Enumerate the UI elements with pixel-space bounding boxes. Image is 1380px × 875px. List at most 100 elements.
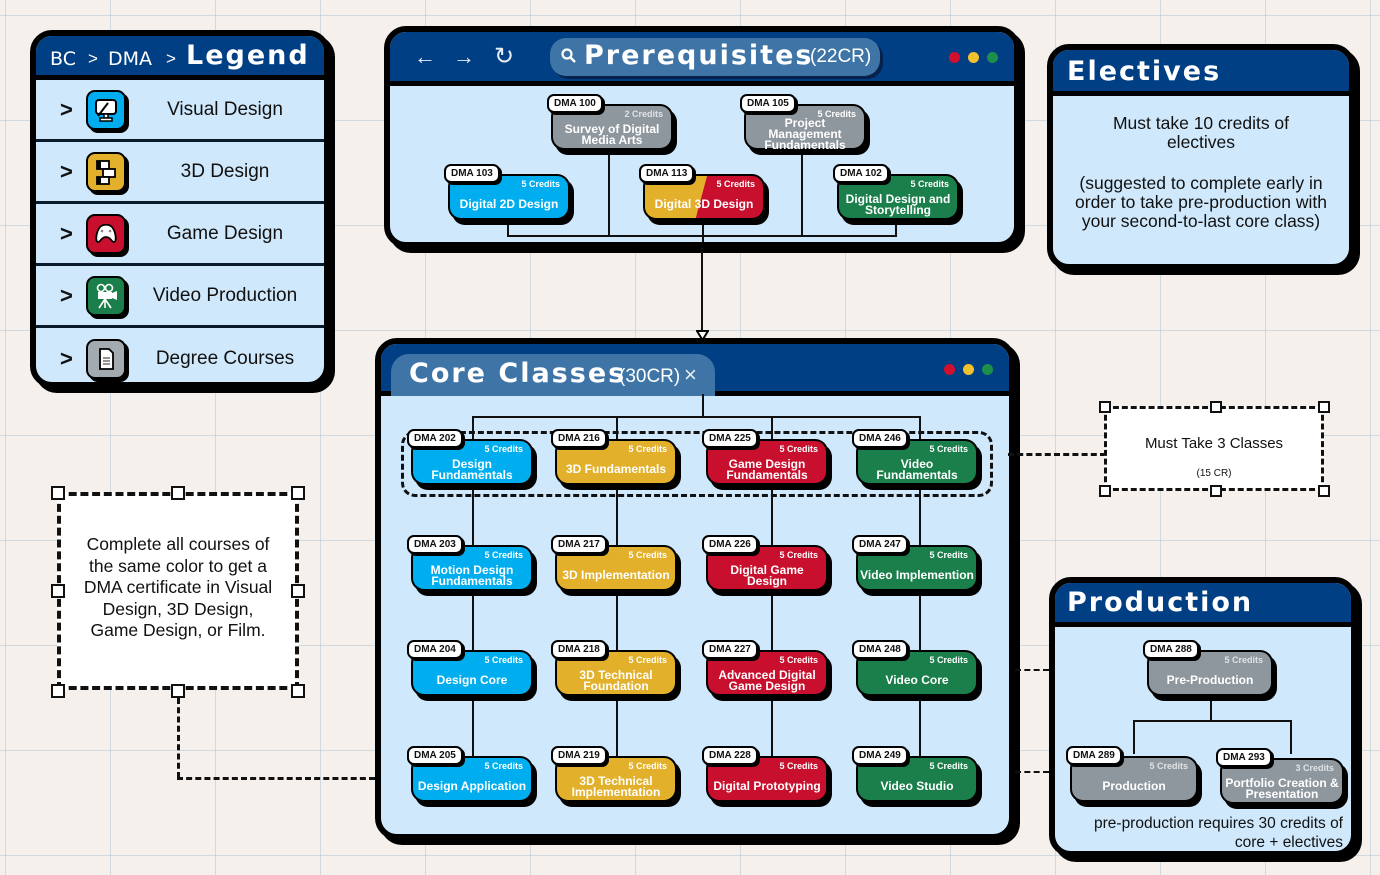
chevron-right-icon: > bbox=[60, 96, 73, 122]
connector-line bbox=[801, 150, 803, 236]
resize-handle[interactable] bbox=[171, 684, 185, 698]
course-credits: 5 Credits bbox=[929, 550, 968, 560]
course-credits: 5 Credits bbox=[628, 655, 667, 665]
legend-label: Video Production bbox=[152, 284, 298, 306]
course-name: Digital Game Design bbox=[730, 562, 804, 588]
minimize-dot[interactable] bbox=[963, 364, 974, 375]
chevron-right-icon: > bbox=[60, 220, 73, 246]
resize-handle[interactable] bbox=[291, 684, 305, 698]
resize-handle[interactable] bbox=[51, 486, 65, 500]
resize-handle[interactable] bbox=[291, 584, 305, 598]
legend-title: Legend bbox=[186, 40, 310, 71]
course-credits: 2 Credits bbox=[624, 109, 663, 119]
course-card-dma-289[interactable]: DMA 289 5 Credits Production bbox=[1066, 746, 1198, 802]
resize-handle[interactable] bbox=[51, 584, 65, 598]
breadcrumb-bc[interactable]: BC bbox=[50, 48, 76, 70]
chevron-right-icon: > bbox=[60, 346, 73, 371]
address-bar[interactable]: Prerequisites (22CR) bbox=[550, 38, 880, 76]
course-name: Video Implemention bbox=[860, 568, 974, 582]
prerequisites-credits: (22CR) bbox=[810, 46, 872, 67]
course-name: Digital Prototyping bbox=[713, 779, 821, 793]
maximize-dot[interactable] bbox=[987, 52, 998, 63]
course-card-dma-103[interactable]: DMA 103 5 Credits Digital 2D Design bbox=[444, 164, 570, 220]
course-name: Design Core bbox=[436, 673, 508, 687]
course-code: DMA 219 bbox=[551, 746, 607, 765]
course-card-dma-102[interactable]: DMA 102 5 Credits Digital Design and Sto… bbox=[833, 164, 959, 220]
prerequisites-toolbar: ← → ↻ Prerequisites (22CR) bbox=[390, 32, 1014, 86]
resize-handle[interactable] bbox=[1210, 485, 1222, 497]
course-name: 3D Technical Implementation bbox=[571, 773, 661, 799]
close-dot[interactable] bbox=[944, 364, 955, 375]
close-dot[interactable] bbox=[949, 52, 960, 63]
course-code: DMA 249 bbox=[852, 746, 908, 765]
electives-header: Electives bbox=[1053, 50, 1349, 96]
maximize-dot[interactable] bbox=[982, 364, 993, 375]
course-card-dma-113[interactable]: DMA 113 5 Credits Digital 3D Design bbox=[639, 164, 765, 220]
legend-item-visual-design[interactable]: > Visual Design bbox=[36, 80, 324, 142]
legend-item-3d-design[interactable]: > 3D Design bbox=[36, 142, 324, 204]
course-card-dma-288[interactable]: DMA 288 5 Credits Pre-Production bbox=[1143, 640, 1273, 696]
close-tab-icon[interactable]: × bbox=[684, 362, 697, 387]
flow-arrow-line bbox=[701, 248, 703, 330]
connector-line bbox=[1210, 698, 1212, 722]
course-credits: 5 Credits bbox=[929, 761, 968, 771]
course-name: Digital 2D Design bbox=[459, 197, 559, 211]
course-card-dma-219[interactable]: DMA 219 5 Credits 3D Technical Implementat… bbox=[551, 746, 677, 802]
resize-handle[interactable] bbox=[1318, 485, 1330, 497]
resize-handle[interactable] bbox=[1318, 401, 1330, 413]
resize-handle[interactable] bbox=[51, 684, 65, 698]
course-credits: 5 Credits bbox=[779, 444, 818, 454]
legend-item-video-production[interactable]: > Video Production bbox=[36, 266, 324, 328]
forward-button[interactable]: → bbox=[453, 44, 475, 69]
course-card-dma-100[interactable]: DMA 100 2 Credits Survey of Digital Medi… bbox=[547, 94, 673, 150]
course-card-dma-105[interactable]: DMA 105 5 Credits Project Management Fun… bbox=[740, 94, 866, 151]
legend-item-degree-courses[interactable]: > Degree Courses bbox=[36, 328, 324, 382]
resize-handle[interactable] bbox=[1099, 401, 1111, 413]
course-credits: 5 Credits bbox=[628, 761, 667, 771]
document-icon bbox=[86, 339, 126, 379]
minimize-dot[interactable] bbox=[968, 52, 979, 63]
back-button[interactable]: ← bbox=[414, 44, 436, 69]
breadcrumb-separator: > bbox=[166, 49, 176, 68]
production-header: Production bbox=[1055, 583, 1351, 627]
course-code: DMA 102 bbox=[833, 164, 889, 183]
legend-item-game-design[interactable]: > Game Design bbox=[36, 204, 324, 266]
electives-title: Electives bbox=[1067, 56, 1222, 87]
window-controls bbox=[944, 364, 993, 375]
breadcrumb-dma[interactable]: DMA bbox=[108, 48, 153, 70]
course-code: DMA 227 bbox=[702, 640, 758, 659]
resize-handle[interactable] bbox=[171, 486, 185, 500]
legend-header: BC > DMA > Legend bbox=[36, 36, 324, 80]
monitor-stylus-icon bbox=[86, 89, 126, 130]
resize-handle[interactable] bbox=[1099, 485, 1111, 497]
course-credits: 5 Credits bbox=[910, 179, 949, 189]
course-code: DMA 100 bbox=[547, 94, 603, 113]
course-name: Production bbox=[1102, 779, 1166, 793]
chevron-right-icon: > bbox=[60, 158, 73, 184]
course-code: DMA 216 bbox=[551, 429, 607, 448]
course-credits: 5 Credits bbox=[779, 550, 818, 560]
tab-core-classes[interactable]: Core Classes (30CR) × bbox=[391, 354, 715, 396]
reload-button[interactable]: ↻ bbox=[494, 43, 515, 70]
resize-handle[interactable] bbox=[291, 486, 305, 500]
course-credits: 5 Credits bbox=[1224, 655, 1263, 665]
resize-handle[interactable] bbox=[1210, 401, 1222, 413]
electives-suggestion: (suggested to complete early in order to… bbox=[1075, 173, 1327, 231]
course-code: DMA 202 bbox=[407, 429, 463, 448]
course-card-dma-293[interactable]: DMA 293 3 Credits Portfolio Creation & P… bbox=[1216, 748, 1344, 804]
